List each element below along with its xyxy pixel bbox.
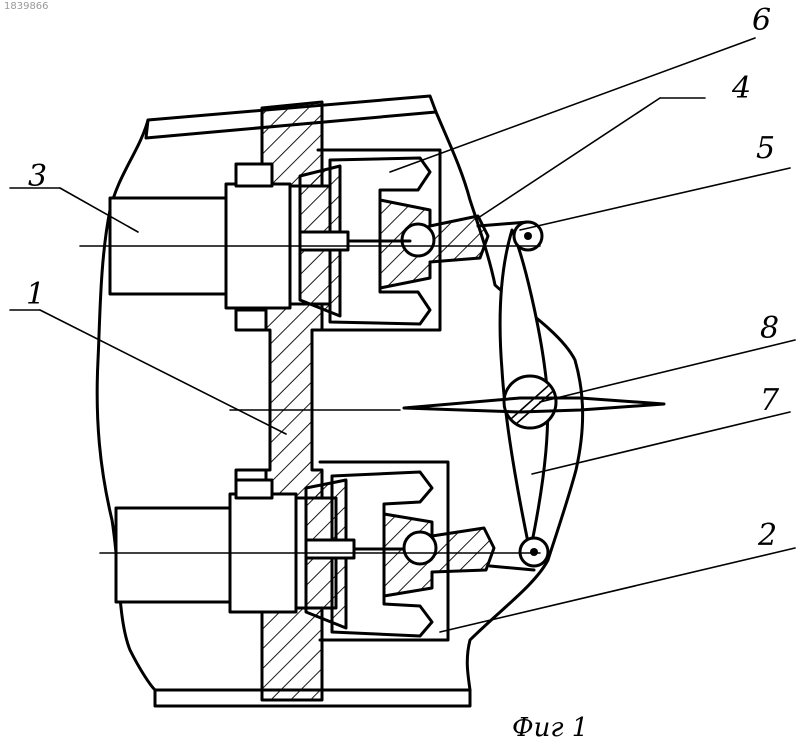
callout-7: 7 (760, 383, 780, 418)
callout-2: 2 (757, 518, 777, 553)
callout-4: 4 (731, 71, 751, 106)
callout-1: 1 (26, 277, 45, 312)
document-number: 1839866 (4, 1, 49, 12)
upper-actuator (110, 150, 488, 330)
callout-3: 3 (28, 159, 47, 194)
rocker-lever (478, 222, 556, 570)
callout-8: 8 (760, 311, 779, 346)
callout-6: 6 (752, 3, 771, 38)
figure-caption: Фиг 1 (512, 713, 588, 743)
callout-5: 5 (756, 131, 775, 166)
